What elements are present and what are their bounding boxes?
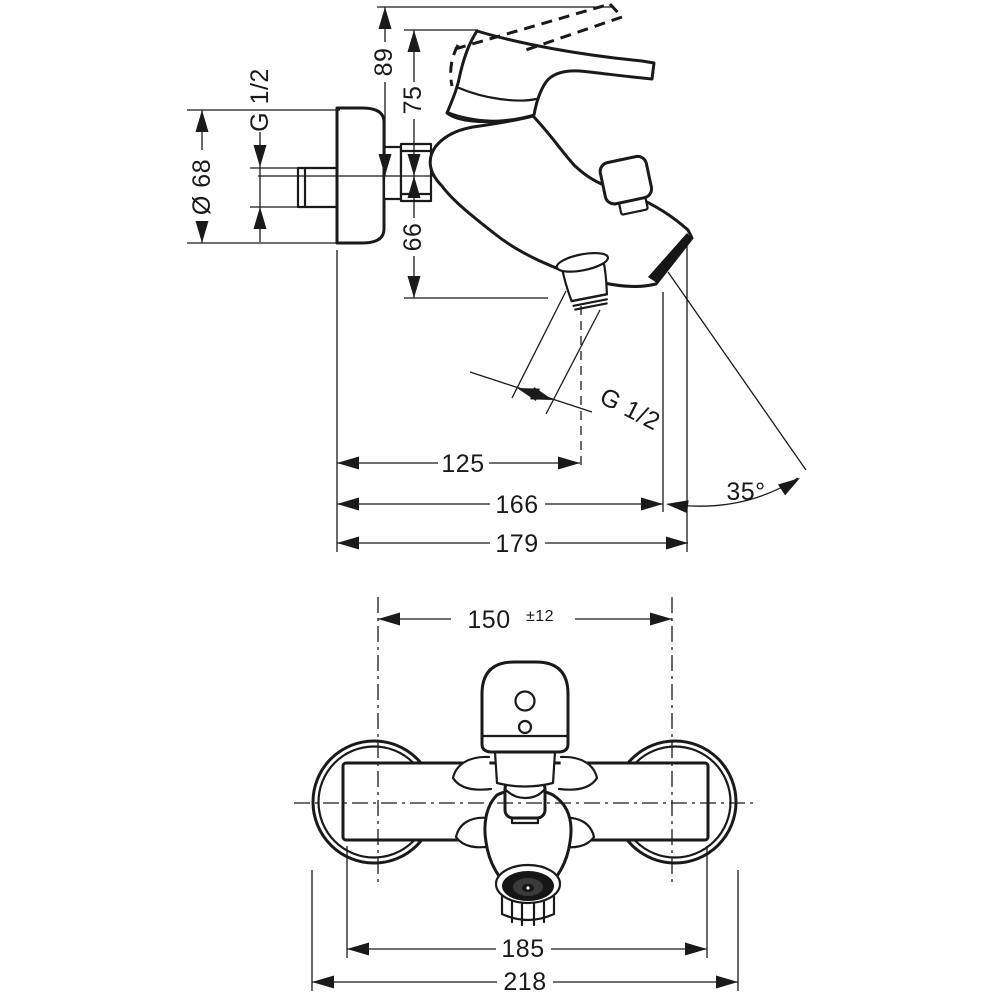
- left-lower-wing: [454, 816, 493, 849]
- lever-handle: [445, 29, 656, 124]
- bottom-view-dimensions: 150 ±12 185 218: [311, 606, 739, 996]
- right-upper-wing: [557, 755, 599, 791]
- dim-185-label: 185: [501, 935, 544, 963]
- bottom-view: 150 ±12 185 218: [294, 597, 754, 996]
- lever-neck: [493, 750, 557, 788]
- diverter-knob-side: [598, 154, 654, 216]
- dim-66-label: 66: [399, 223, 427, 252]
- diverter-neck-bottom: [510, 816, 540, 825]
- outlet-flange: [555, 251, 610, 273]
- lever-hole-small: [517, 719, 533, 735]
- dim-89-label: 89: [370, 48, 398, 77]
- handle-cone-base: [445, 110, 535, 123]
- lever-hole-large: [514, 690, 536, 712]
- dim-g12-spout-label: G 1/2: [595, 382, 664, 436]
- dim-g12-wall-label: G 1/2: [246, 68, 274, 132]
- hose-outlet-side: [555, 251, 610, 311]
- wall-pipe-stub: [296, 166, 339, 209]
- lever-raised-dashed: [449, 2, 624, 87]
- dim-35deg-label: 35°: [726, 478, 765, 506]
- hex-facets: [510, 898, 546, 927]
- handle-cone-rim: [457, 86, 538, 102]
- raised-handle-tip: [608, 2, 624, 19]
- lever-cap: [480, 660, 570, 754]
- aerator-center-dot: [526, 886, 530, 890]
- dim-150-label: 150: [467, 606, 510, 634]
- dim-75-label: 75: [399, 86, 427, 115]
- dim-166-label: 166: [495, 491, 538, 519]
- lever-bottom-view: [480, 660, 570, 788]
- dim-179-label: 179: [495, 530, 538, 558]
- side-view: 89 75 66 Ø 68 G 1/2: [187, 2, 807, 558]
- spout-angle-line: [667, 271, 807, 471]
- dim-125-label: 125: [441, 450, 484, 478]
- dim-dia68-label: Ø 68: [188, 159, 216, 215]
- raised-handle-bottom-edge: [519, 15, 623, 54]
- side-view-dimensions: 89 75 66 Ø 68 G 1/2: [187, 6, 807, 558]
- dim-150-tolerance: ±12: [526, 608, 554, 625]
- dim-218-label: 218: [503, 968, 546, 996]
- raised-handle-pivot-arc: [449, 44, 460, 87]
- left-upper-wing: [451, 755, 493, 791]
- raised-handle-top-edge: [454, 2, 611, 51]
- spout-aerator-band: [648, 233, 692, 283]
- diverter-cap: [598, 154, 654, 206]
- diverter-cap-arc: [504, 788, 546, 800]
